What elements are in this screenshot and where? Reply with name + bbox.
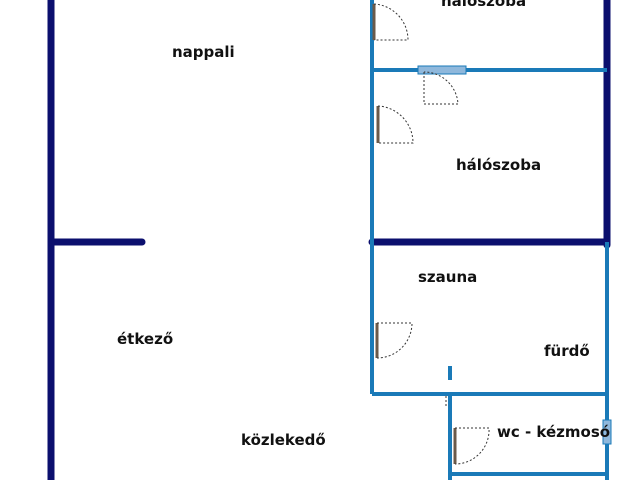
door-swing	[454, 427, 490, 465]
room-label-bathroom: fürdő	[544, 342, 590, 360]
door-bedroom-top	[423, 71, 459, 105]
bedroom-window	[417, 65, 467, 75]
outer-walls	[47, 0, 611, 480]
room-label-top-bedroom: hálószoba	[441, 0, 527, 10]
room-label-dining: étkező	[117, 330, 174, 348]
room-label-sauna: szauna	[418, 268, 478, 286]
door-swing	[423, 71, 459, 105]
room-label-hallway: közlekedő	[241, 431, 326, 449]
door-swing	[376, 322, 413, 359]
door-sauna	[375, 322, 413, 359]
windows	[417, 65, 612, 445]
room-label-bedroom: hálószoba	[456, 156, 542, 174]
wc-window	[602, 419, 612, 445]
door-swing	[377, 105, 414, 144]
door-wc	[453, 427, 490, 465]
door-top-bedroom	[372, 3, 409, 41]
door-swing	[373, 3, 409, 41]
room-label-living-room: nappali	[172, 43, 235, 61]
room-label-wc: wc - kézmosó	[497, 423, 611, 441]
door-bedroom	[376, 105, 414, 144]
